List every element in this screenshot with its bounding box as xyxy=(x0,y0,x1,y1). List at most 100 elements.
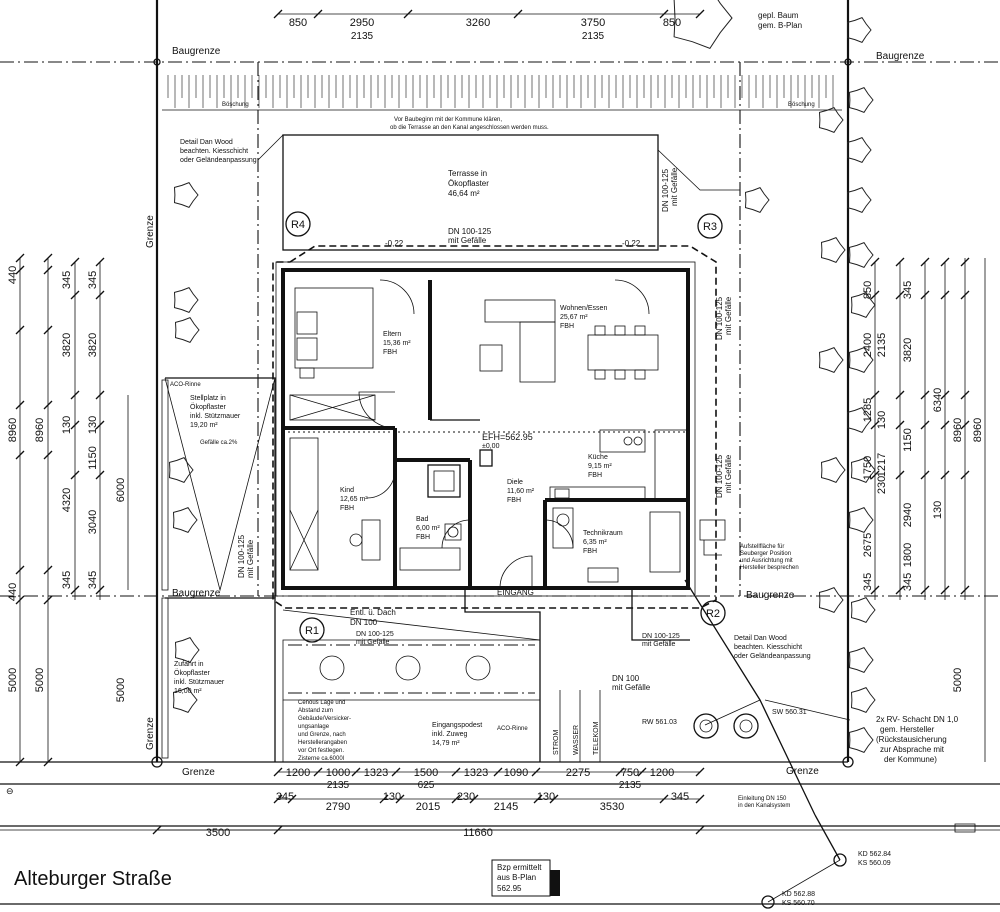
dimension-tick xyxy=(43,400,53,410)
dn-terrace-1: DN 100-125 xyxy=(661,168,670,212)
svg-text:Hersteller besprechen: Hersteller besprechen xyxy=(740,565,799,571)
svg-text:3820: 3820 xyxy=(61,333,73,357)
dn-right-upper-1: DN 100-125 xyxy=(715,296,724,340)
dimension-tick xyxy=(469,794,479,804)
dimension-tick xyxy=(895,470,905,480)
room-kueche-name: Küche xyxy=(588,454,608,461)
dimension-tick xyxy=(659,9,669,19)
dn-diag-2: mit Gefälle xyxy=(612,683,651,692)
dimension-tick xyxy=(273,9,283,19)
label-sw: SW 560.31 xyxy=(772,709,807,716)
tech-tank xyxy=(556,513,570,527)
dimension-tick xyxy=(960,585,970,595)
room-diele-heat: FBH xyxy=(507,497,521,504)
dn-top-2: mit Gefälle xyxy=(448,236,487,245)
dimension-tick xyxy=(43,565,53,575)
svg-text:345: 345 xyxy=(902,573,914,591)
room-kind-area: 12,65 m² xyxy=(340,496,368,503)
tree-icon xyxy=(174,316,200,344)
dimension-tick xyxy=(549,794,559,804)
dimension-tick xyxy=(379,794,389,804)
dimension-tick xyxy=(533,794,543,804)
cistern-1 xyxy=(319,655,345,681)
room-eltern-name: Eltern xyxy=(383,331,401,338)
svg-text:130: 130 xyxy=(61,416,73,434)
bzp-box: Bzp ermittelt aus B-Plan 562.95 xyxy=(491,859,560,897)
svg-text:1500: 1500 xyxy=(414,767,438,779)
room-eltern-heat: FBH xyxy=(383,349,397,356)
svg-text:1200: 1200 xyxy=(286,767,310,779)
svg-text:130: 130 xyxy=(537,791,555,803)
tree-icon xyxy=(850,596,876,624)
dimension-tick xyxy=(273,794,283,804)
room-technik-area: 6,35 m² xyxy=(583,539,607,546)
dimension-tick xyxy=(940,257,950,267)
dimension-tick xyxy=(95,470,105,480)
dim-top-sub-2: 2135 xyxy=(582,31,605,42)
dim-top-3: 3260 xyxy=(466,17,490,29)
tree-icon xyxy=(848,241,874,269)
dimension-tick xyxy=(15,565,25,575)
dn-bottom-right-2: mit Gefälle xyxy=(642,641,676,648)
room-kind-heat: FBH xyxy=(340,505,354,512)
dimension-tick xyxy=(15,757,25,767)
svg-text:345: 345 xyxy=(61,271,73,289)
svg-text:130: 130 xyxy=(876,411,888,429)
pipe-r2 xyxy=(631,590,690,641)
detail-right-3: oder Geländeanpassung xyxy=(734,653,811,660)
svg-text:1090: 1090 xyxy=(504,767,528,779)
dimension-tick xyxy=(895,585,905,595)
label-wasser: WASSER xyxy=(573,725,580,755)
tree-icon xyxy=(172,686,198,714)
dimension-tick xyxy=(313,9,323,19)
svg-text:3530: 3530 xyxy=(600,801,624,813)
level-right: -0,22 xyxy=(622,239,641,248)
dimension-tick xyxy=(960,470,970,480)
room-bad-name: Bad xyxy=(416,516,429,523)
tree-icon xyxy=(848,506,874,534)
dimension-tick xyxy=(43,265,53,275)
dimension-tick xyxy=(273,825,283,835)
detail-right-2: beachten. Kiesschicht xyxy=(734,644,802,651)
room-technik-heat: FBH xyxy=(583,548,597,555)
dimension-tick xyxy=(493,767,503,777)
label-baugrenze-top-right: Baugrenze xyxy=(876,51,925,62)
dn-diag-1: DN 100 xyxy=(612,674,640,683)
tech-shelf xyxy=(587,567,619,583)
tree-icon xyxy=(744,186,770,214)
house-footprint-outline xyxy=(275,261,696,597)
tech-storage xyxy=(649,511,681,573)
svg-text:345: 345 xyxy=(61,571,73,589)
svg-text:3820: 3820 xyxy=(87,333,99,357)
stuetzmauer-zufahrt xyxy=(161,597,169,759)
dimension-tick xyxy=(920,420,930,430)
tech-unit xyxy=(552,507,574,549)
dimension-tick xyxy=(395,794,405,804)
label-boeschung-left: Böschung xyxy=(222,102,249,108)
rv-shaft-2 xyxy=(733,713,759,739)
svg-text:Zisterne ca.6000l: Zisterne ca.6000l xyxy=(298,756,344,762)
aufstell-note: Aufstellfläche für Seuberger Position un… xyxy=(740,544,799,571)
wardrobe-kind-cross xyxy=(289,509,319,571)
dimension-tick xyxy=(920,290,930,300)
svg-text:2675: 2675 xyxy=(862,533,874,557)
svg-text:R3: R3 xyxy=(703,221,717,233)
dimension-tick xyxy=(451,794,461,804)
right-dims: 850 2400 1285 1750 2675 345 2135 130 121… xyxy=(862,281,984,692)
street-name: Alteburger Straße xyxy=(14,868,172,890)
aco-rinne-top: ACO-Rinne xyxy=(170,382,201,388)
zufahrt-2: Ökopflaster xyxy=(174,669,210,677)
label-strom: STROM xyxy=(553,730,560,755)
dim-top-1: 850 xyxy=(289,17,307,29)
svg-text:1800: 1800 xyxy=(902,543,914,567)
dimension-tick xyxy=(15,265,25,275)
dimension-tick xyxy=(70,290,80,300)
dimension-tick xyxy=(15,253,25,263)
dimension-tick xyxy=(70,470,80,480)
dimension-tick xyxy=(895,420,905,430)
sofa-side xyxy=(519,321,556,383)
street-marker: ⊖ xyxy=(6,786,14,796)
marker-r1: R1 xyxy=(299,617,325,643)
svg-text:850: 850 xyxy=(862,281,874,299)
dimension-tick xyxy=(870,257,880,267)
